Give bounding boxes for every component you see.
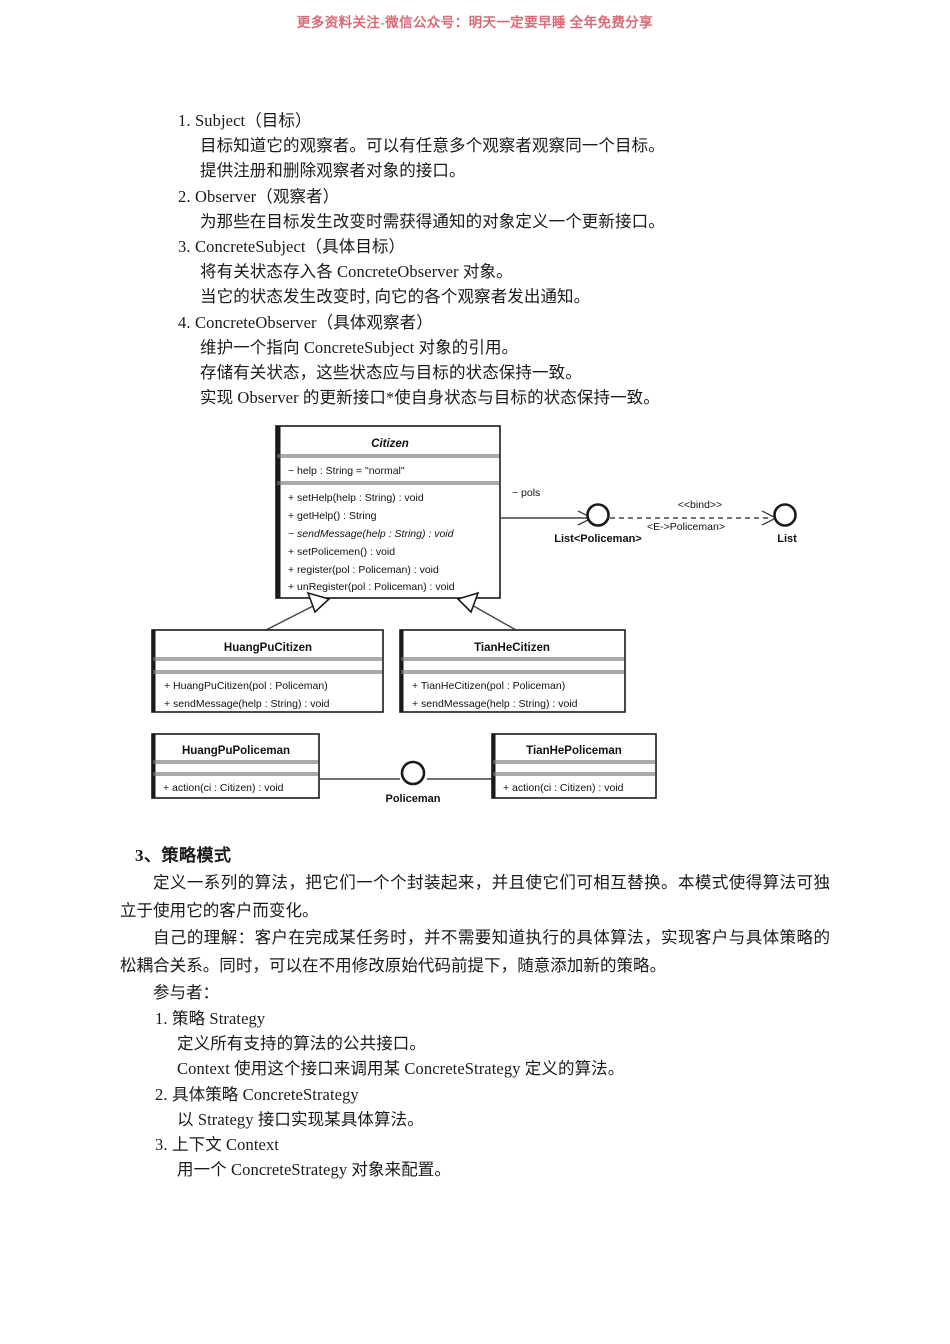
uml-class-citizen: Citizen ~ help : String = "normal" + set… [275,425,501,599]
section3-paragraph-1: 自己的理解：客户在完成某任务时，并不需要知道执行的具体算法，实现客户与具体策略的… [120,928,830,975]
section3-number: 3、 [135,846,162,865]
bind-params-label: <E->Policeman> [647,521,725,533]
tianhe-citizen-operation-1: + sendMessage(help : String) : void [412,698,578,710]
uml-generalization-huangpu-citizen [265,591,331,631]
policeman-interface-label: Policeman [385,793,440,805]
observer-participant-item-label: ConcreteObserver（具体观察者） [195,312,433,332]
citizen-operation-2: ~ sendMessage(help : String) : void [288,528,455,540]
strategy-participant-item: 3.上下文 Context 用一个 ConcreteStrategy 对象来配置。 [155,1132,950,1182]
strategy-participant-item-detail: 以 Strategy 接口实现某具体算法。 [177,1109,424,1129]
section3-paragraph-0: 定义一系列的算法，把它们一个个封装起来，并且使它们可相互替换。本模式使得算法可独… [120,873,830,920]
observer-participant-item: 4.ConcreteObserver（具体观察者）维护一个指向 Concrete… [178,310,950,411]
observer-participant-item-label: ConcreteSubject（具体目标） [195,237,406,257]
observer-participant-item-label: Observer（观察者） [195,186,340,206]
observer-participant-item-detail: 提供注册和删除观察者对象的接口。 [200,161,466,181]
observer-participant-item-title: 1.Subject（目标） [178,108,950,133]
observer-participants-list: 1.Subject（目标） 目标知道它的观察者。可以有任意多个观察者观察同一个目标… [178,108,950,410]
citizen-operation-4: + register(pol : Policeman) : void [288,564,439,576]
uml-policeman-interface: Policeman [320,760,492,805]
observer-participant-item: 2.Observer（观察者）为那些在目标发生改变时需获得通知的对象定义一个更新… [178,184,950,234]
observer-participant-item-label: Subject（目标） [195,111,312,130]
list-interface-label: List [777,533,797,545]
uml-generalization-tianhe-citizen [456,591,517,631]
section3-heading: 3、策略模式 [135,843,950,869]
uml-class-tianhe-citizen: TianHeCitizen + TianHeCitizen(pol : Poli… [399,629,626,713]
tianhe-citizen-class-name: TianHeCitizen [474,642,550,654]
observer-participant-item-detail: 存储有关状态，这些状态应与目标的状态保持一致。 [200,363,582,383]
huangpu-policeman-class-name: HuangPuPoliceman [182,745,290,757]
strategy-participant-item-title: 2.具体策略 ConcreteStrategy [155,1082,950,1107]
citizen-operation-1: + getHelp() : String [288,510,377,522]
observer-participant-item-detail: 目标知道它的观察者。可以有任意多个观察者观察同一个目标。 [200,136,665,156]
citizen-class-name: Citizen [371,438,409,450]
strategy-participant-item-label: 策略 Strategy [172,1009,266,1028]
strategy-participant-item-detail: 定义所有支持的算法的公共接口。 [177,1034,426,1054]
observer-participant-item-title: 4.ConcreteObserver（具体观察者） [178,310,950,335]
huangpu-citizen-operation-0: + HuangPuCitizen(pol : Policeman) [164,680,328,692]
strategy-participant-item: 1.策略 Strategy 定义所有支持的算法的公共接口。 Context 使用这个… [155,1006,950,1082]
observer-participant-item-number: 2. [178,186,191,206]
citizen-attribute-0: ~ help : String = "normal" [288,465,405,477]
strategy-participant-item-detail: Context 使用这个接口来调用某 ConcreteStrategy 定义的算… [177,1059,625,1079]
section3-title: 策略模式 [161,846,232,865]
strategy-participant-item-detail: 用一个 ConcreteStrategy 对象来配置。 [177,1160,451,1180]
observer-participant-item-detail: 实现 Observer 的更新接口*使自身状态与目标的状态保持一致。 [200,388,660,408]
participants-label: 参与者： [153,983,219,1002]
strategy-participants-list: 1.策略 Strategy 定义所有支持的算法的公共接口。 Context 使用这个… [155,1006,950,1182]
strategy-participant-item-number: 2. [155,1084,168,1104]
provided-interface-label: List<Policeman> [554,533,641,545]
strategy-participant-item-label: 上下文 Context [172,1135,279,1155]
strategy-participant-item-label: 具体策略 ConcreteStrategy [172,1084,359,1104]
tianhe-policeman-operation-0: + action(ci : Citizen) : void [503,782,624,794]
citizen-operation-5: + unRegister(pol : Policeman) : void [288,581,455,593]
observer-participant-item-detail: 将有关状态存入各 ConcreteObserver 对象。 [200,262,513,282]
observer-participant-item-title: 3.ConcreteSubject（具体目标） [178,234,950,259]
huangpu-citizen-operation-1: + sendMessage(help : String) : void [164,698,330,710]
uml-class-huangpu-citizen: HuangPuCitizen + HuangPuCitizen(pol : Po… [151,629,384,713]
uml-class-diagram: .cls-box { fill:#ffffff; stroke:#1a1a1a;… [0,418,950,818]
uml-class-huangpu-policeman: HuangPuPoliceman + action(ci : Citizen) … [151,733,320,799]
observer-participant-item: 3.ConcreteSubject（具体目标） 将有关状态存入各 Concrete… [178,234,950,310]
strategy-participant-item-title: 1.策略 Strategy [155,1006,950,1031]
uml-class-tianhe-policeman: TianHePoliceman + action(ci : Citizen) :… [491,733,657,799]
citizen-operation-0: + setHelp(help : String) : void [288,492,424,504]
huangpu-citizen-class-name: HuangPuCitizen [224,642,312,654]
uml-bind-dependency: <<bind>> <E->Policeman> List [610,499,797,545]
strategy-participant-item-number: 1. [155,1009,168,1028]
observer-participant-item-number: 3. [178,237,191,257]
page-watermark-header: 更多资料关注-微信公众号：明天一定要早睡 全年免费分享 [296,15,654,30]
strategy-pattern-section: 3、策略模式 定义一系列的算法，把它们一个个封装起来，并且使它们可相互替换。本模… [0,843,950,1182]
observer-participant-item-detail: 维护一个指向 ConcreteSubject 对象的引用。 [200,337,519,357]
tianhe-policeman-class-name: TianHePoliceman [526,745,622,757]
huangpu-policeman-operation-0: + action(ci : Citizen) : void [163,782,284,794]
strategy-participant-item-title: 3.上下文 Context [155,1132,950,1157]
observer-participant-item-number: 1. [178,111,191,130]
observer-participant-item-detail: 为那些在目标发生改变时需获得通知的对象定义一个更新接口。 [200,211,665,231]
uml-association-pols: ~ pols List<Policeman> [500,487,642,545]
tianhe-citizen-operation-0: + TianHeCitizen(pol : Policeman) [412,680,565,692]
observer-participant-item-detail: 当它的状态发生改变时, 向它的各个观察者发出通知。 [200,287,591,307]
observer-participant-item: 1.Subject（目标） 目标知道它的观察者。可以有任意多个观察者观察同一个目标… [178,108,950,184]
strategy-participant-item-number: 3. [155,1135,168,1155]
bind-stereotype-label: <<bind>> [678,499,722,511]
association-role-label: ~ pols [512,487,540,499]
citizen-operation-3: + setPolicemen() : void [288,546,395,558]
observer-participant-item-number: 4. [178,312,191,332]
observer-participants-section: 1.Subject（目标） 目标知道它的观察者。可以有任意多个观察者观察同一个目标… [0,108,950,410]
observer-participant-item-title: 2.Observer（观察者） [178,184,950,209]
